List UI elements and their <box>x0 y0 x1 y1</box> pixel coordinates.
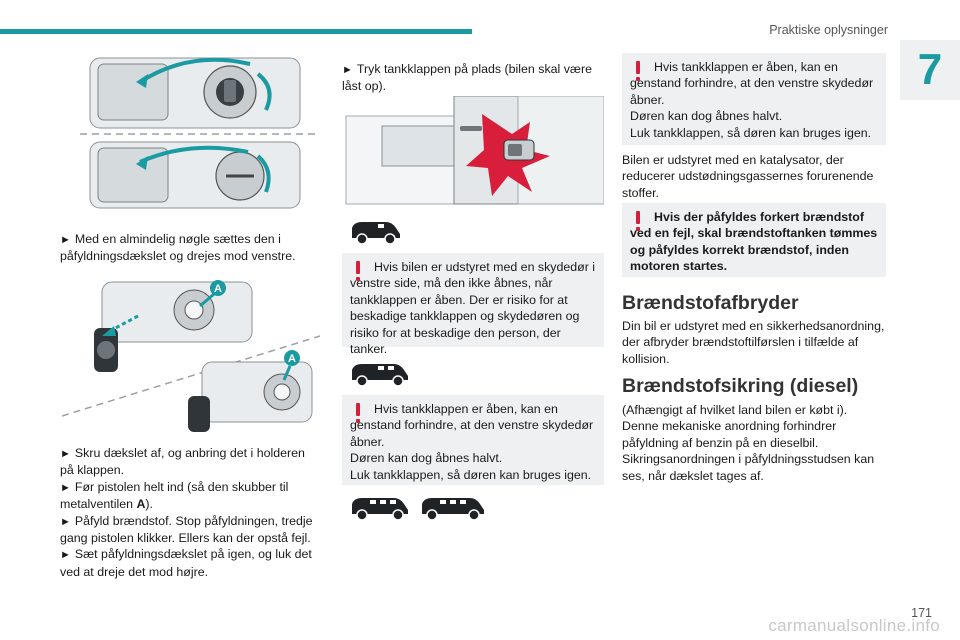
diesel-protection-text: (Afhængigt af hvilket land bilen er købt… <box>622 403 875 483</box>
valve-ref: A <box>136 497 146 512</box>
heading-diesel-protection: Brændstofsikring (diesel) <box>622 375 859 397</box>
warning-icon <box>632 211 644 231</box>
arrow-icon: ► <box>60 448 71 460</box>
warning-sliding-door: Hvis bilen er udstyret med en skydedør i… <box>342 253 604 356</box>
warning-wrong-fuel: Hvis der påfyldes forkert brændstof ved … <box>622 203 886 277</box>
callout-a-2: A <box>288 353 296 365</box>
callout-a: A <box>214 283 222 295</box>
fuel-cutoff-text: Din bil er udstyret med en sikkerhedsano… <box>622 319 885 366</box>
step-press-flap-text: Tryk tankklappen på plads (bilen skal væ… <box>342 62 592 94</box>
arrow-icon: ► <box>60 234 71 246</box>
warning-flap-open-2-line1: Hvis tankklappen er åben, kan en genstan… <box>630 60 874 107</box>
step-fill-text: Påfyld brændstof. Stop påfyldningen, tre… <box>60 513 313 546</box>
warning-flap-open-2-line2: Døren kan dog åbnes halvt. <box>630 109 783 124</box>
warning-flap-open-2-line3: Luk tankklappen, så døren kan bruges ige… <box>630 125 872 140</box>
warning-flap-open-line1: Hvis tankklappen er åben, kan en genstan… <box>350 402 594 449</box>
arrow-icon: ► <box>60 481 71 494</box>
van-passenger-long-icon <box>422 498 484 521</box>
warning-icon <box>632 61 644 81</box>
step-insert-key-text: Med en almindelig nøgle sættes den i påf… <box>60 232 296 264</box>
step-unscrew: ►Skru dækslet af, og anbring det i holde… <box>60 445 322 479</box>
warning-flap-open-2: Hvis tankklappen er åben, kan en genstan… <box>622 53 886 145</box>
cap-removal-illustration: A A <box>62 280 320 432</box>
van-long-icon <box>352 364 408 387</box>
step-insert-nozzle: ►Før pistolen helt ind (så den skubber t… <box>60 479 322 513</box>
warning-flap-open: Hvis tankklappen er åben, kan en genstan… <box>342 395 604 485</box>
van-short-icon <box>352 222 400 245</box>
warning-sliding-door-text: Hvis bilen er udstyret med en skydedør i… <box>350 260 596 357</box>
step-insert-key: ►Med en almindelig nøgle sættes den i på… <box>60 231 322 265</box>
step-refit-cap-text: Sæt påfyldningsdækslet på igen, og luk d… <box>60 547 312 579</box>
step-press-flap: ►Tryk tankklappen på plads (bilen skal v… <box>342 61 604 95</box>
warning-flap-open-line2: Døren kan dog åbnes halvt. <box>350 451 503 466</box>
watermark: carmanualsonline.info <box>768 616 940 635</box>
page-number: 171 <box>911 606 932 620</box>
van-passenger-icon <box>352 498 408 521</box>
arrow-icon: ► <box>342 64 353 76</box>
arrow-icon: ► <box>60 549 71 562</box>
header-accent-bar <box>0 29 472 34</box>
catalyst-text: Bilen er udstyret med en katalysator, de… <box>622 153 874 200</box>
heading-fuel-cutoff: Brændstofafbryder <box>622 292 799 314</box>
arrow-icon: ► <box>60 515 71 528</box>
step-insert-nozzle-text: Før pistolen helt ind (så den skubber ti… <box>60 479 289 512</box>
step-fill: ►Påfyld brændstof. Stop påfyldningen, tr… <box>60 513 322 547</box>
step-unscrew-text: Skru dækslet af, og anbring det i holder… <box>60 446 305 478</box>
fuel-cap-key-illustration <box>80 57 320 209</box>
step-refit-cap: ►Sæt påfyldningsdækslet på igen, og luk … <box>60 546 322 580</box>
step-insert-nozzle-end: ). <box>145 497 153 512</box>
chapter-number: 7 <box>900 40 960 100</box>
warning-icon <box>352 261 364 281</box>
section-title: Praktiske oplysninger <box>769 23 888 37</box>
warning-wrong-fuel-text: Hvis der påfyldes forkert brændstof ved … <box>630 210 878 274</box>
warning-icon <box>352 403 364 423</box>
warning-flap-open-line3: Luk tankklappen, så døren kan bruges ige… <box>350 467 592 482</box>
van-fuel-flap-illustration <box>345 96 604 205</box>
steps-list: ►Skru dækslet af, og anbring det i holde… <box>60 445 322 580</box>
